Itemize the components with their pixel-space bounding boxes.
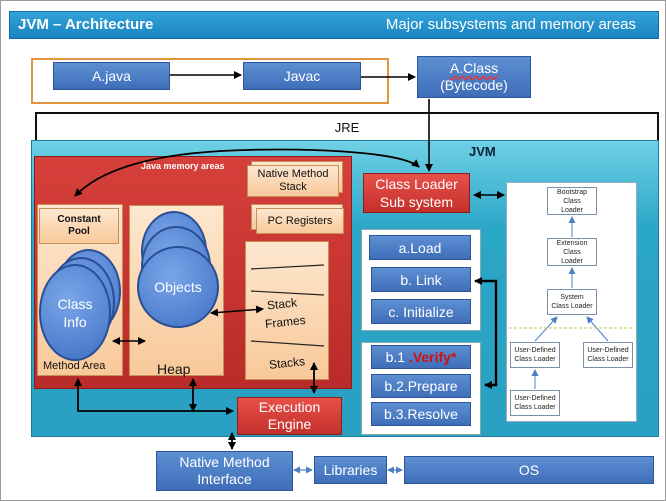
execution-engine: Execution Engine (237, 397, 342, 435)
native-interface-line2: Interface (197, 471, 252, 487)
arrow-objects-stack (210, 305, 264, 317)
header-bar: JVM – Architecture Major subsystems and … (9, 11, 659, 39)
extension-class-loader: Extension Class Loader (547, 238, 597, 266)
arrow-user1-to-system (534, 316, 558, 342)
constant-pool-line2: Pool (68, 226, 90, 237)
system-class-loader: System Class Loader (547, 289, 597, 315)
user-defined-loader-3: User-Defined Class Loader (510, 390, 560, 416)
class-info: Class Info (39, 264, 111, 361)
bytecode-sublabel: (Bytecode) (440, 77, 508, 93)
execution-engine-line2: Engine (267, 416, 312, 432)
user2-line1: User-Defined (587, 347, 629, 354)
pc-registers: PC Registers (256, 208, 344, 234)
load-step: a.Load (369, 235, 471, 260)
constant-pool: Constant Pool (39, 208, 119, 244)
diagram-subtitle: Major subsystems and memory areas (385, 16, 636, 33)
native-method-interface: Native Method Interface (156, 451, 293, 491)
arrow-method-to-engine (74, 378, 234, 415)
user1-line1: User-Defined (514, 347, 556, 354)
resolve-step: b.3.Resolve (371, 402, 471, 426)
stack-frame-dividers (250, 264, 325, 347)
initialize-step: c. Initialize (371, 299, 471, 324)
bytecode-label: A.Class (449, 60, 499, 76)
heap-label: Heap (157, 361, 191, 377)
link-step: b. Link (371, 267, 471, 292)
jvm-label: JVM (469, 144, 496, 159)
bytecode-box: A.Class (Bytecode) (417, 56, 531, 98)
native-interface-line1: Native Method (179, 454, 270, 470)
libraries-box: Libraries (314, 456, 387, 484)
user-defined-loader-2: User-Defined Class Loader (583, 342, 633, 368)
bootstrap-class-loader: Bootstrap Class Loader (547, 187, 597, 215)
method-area-label: Method Area (43, 360, 106, 372)
objects: Objects (137, 246, 219, 328)
system-line1: System (560, 294, 584, 301)
class-info-line2: Info (63, 313, 87, 330)
class-info-line1: Class (57, 295, 93, 312)
extension-line2: Loader (561, 257, 583, 265)
jre-label: JRE (334, 120, 360, 135)
constant-pool-line1: Constant (57, 214, 101, 225)
extension-line1: Extension Class (556, 239, 588, 256)
arrow-loader-to-method-area (74, 148, 420, 197)
prepare-step: b.2.Prepare (371, 374, 471, 398)
user3-line2: Class Loader (514, 404, 556, 411)
verify-step: b.1 .Verify* (371, 345, 471, 369)
javac-box: Javac (243, 62, 361, 90)
java-source-box: A.java (53, 62, 170, 90)
user1-line2: Class Loader (514, 356, 556, 363)
diagram-title: JVM – Architecture (18, 16, 154, 33)
system-line2: Class Loader (551, 303, 593, 310)
user2-line2: Class Loader (587, 356, 629, 363)
bootstrap-line1: Bootstrap Class (557, 188, 587, 205)
execution-engine-line1: Execution (258, 399, 321, 415)
user3-line1: User-Defined (514, 395, 556, 402)
arrow-link-to-substeps (474, 277, 498, 389)
verify-label: .Verify* (408, 349, 457, 365)
user-defined-loader-1: User-Defined Class Loader (510, 342, 560, 368)
class-loader-line2: Sub system (379, 194, 454, 210)
os-box: OS (404, 456, 654, 484)
verify-prefix: b.1 (385, 349, 409, 365)
bootstrap-line2: Loader (561, 206, 583, 214)
arrow-user2-to-system (586, 316, 609, 342)
